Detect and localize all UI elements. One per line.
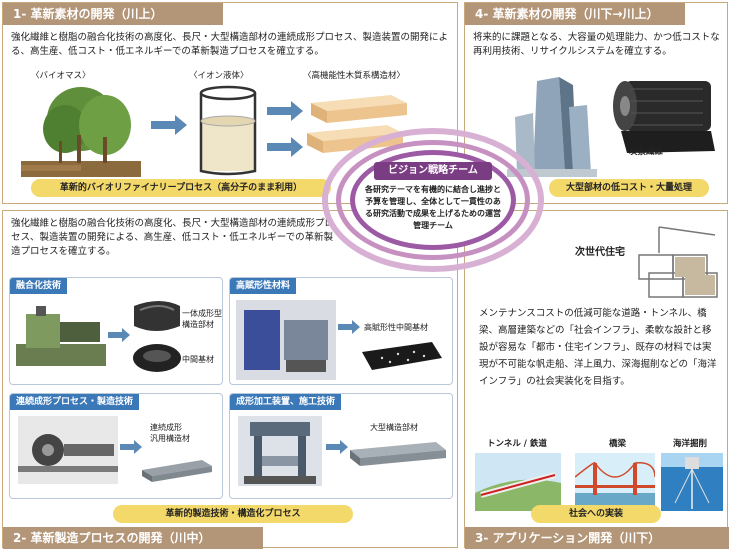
offshore-drilling-image	[661, 453, 723, 511]
production-line-image	[236, 300, 336, 380]
bridge-image	[575, 453, 655, 511]
arrow-icon	[151, 115, 187, 135]
ionic-liquid-label: 〈イオン液体〉	[189, 71, 249, 81]
press-machine-image	[238, 416, 322, 486]
arrow-icon	[267, 101, 303, 121]
biomass-image	[21, 87, 141, 177]
center-ring-outer	[322, 128, 544, 272]
intermediate-base-image	[133, 344, 181, 372]
offshore-drilling-label: 海洋掘削	[673, 439, 708, 449]
arrow-icon	[267, 137, 303, 157]
bridge-label: 橋梁	[609, 439, 627, 449]
continuous-line-image	[18, 416, 118, 484]
arrow-icon	[338, 320, 360, 334]
arrow-icon	[326, 440, 348, 454]
fusion-tech-title: 融合化技術	[10, 278, 68, 294]
panel-4-band: 大型部材の低コスト・大量処理	[549, 179, 709, 197]
tunnel-rail-image	[475, 453, 561, 511]
carbon-fiber-roll-image	[613, 81, 715, 153]
center-title: ビジョン戦略チーム	[374, 162, 492, 180]
panel-1-band: 革新的バイオリファイナリープロセス（高分子のまま利用）	[31, 179, 331, 197]
general-structure-image	[142, 460, 212, 482]
panel-3-band: 社会への実装	[531, 505, 661, 523]
integrated-part-label: 一体成形型 構造部材	[182, 309, 222, 329]
carbon-fiber-label: 炭素繊維	[629, 147, 664, 157]
housing-frame-image	[638, 226, 718, 298]
panel-4-text: 将来的に課題となる、大容量の処理能力、かつ低コストな再利用技術、リサイクルシステ…	[473, 32, 720, 57]
tunnel-rail-label: トンネル / 鉄道	[487, 439, 547, 449]
processing-equipment-title: 成形加工装置、施工技術	[230, 394, 342, 410]
biomass-label: 〈バイオマス〉	[31, 71, 91, 81]
molding-machine-image	[16, 306, 106, 366]
large-structure-image	[350, 442, 446, 466]
arrow-icon	[120, 440, 142, 454]
intermediate-base-label: 中間基材	[182, 355, 214, 364]
arrow-icon	[108, 328, 130, 342]
continuous-molding-box: 連続成形プロセス・製造技術 連続成形 汎用構造材	[9, 393, 223, 499]
high-formability-title: 高賦形性材料	[230, 278, 297, 294]
general-structure-label: 連続成形 汎用構造材	[150, 423, 190, 443]
panel-1-title: 1- 革新素材の開発（川上）	[3, 3, 223, 25]
panel-2: 強化繊維と樹脂の融合化技術の高度化、長尺・大型構造部材の連続成形プロセス、製造装…	[2, 210, 458, 549]
panel-4-title: 4- 革新素材の開発（川下→川上）	[465, 3, 685, 25]
fusion-tech-box: 融合化技術 一体成形型 構造部材 中間基材	[9, 277, 223, 385]
formable-base-label: 高賦形性中間基材	[364, 323, 428, 332]
integrated-part-image	[134, 301, 180, 331]
processing-equipment-box: 成形加工装置、施工技術 大型構造部材	[229, 393, 453, 499]
panel-3-text: メンテナンスコストの低減可能な道路・トンネル、橋梁、高層建築などの「社会インフラ…	[479, 308, 717, 387]
panel-1-text: 強化繊維と樹脂の融合化技術の高度化、長尺・大型構造部材の連続成形プロセス、製造装…	[11, 32, 449, 57]
panel-2-title: 2- 革新製造プロセスの開発（川中）	[3, 527, 263, 549]
wood-material-label: 〈高機能性木質系構造材〉	[303, 71, 406, 81]
high-formability-box: 高賦形性材料 高賦形性中間基材	[229, 277, 453, 385]
center-ring-mid	[336, 140, 530, 260]
next-gen-housing-label: 次世代住宅	[575, 247, 625, 258]
center-text: 各研究テーマを有機的に結合し進捗と予算を管理し、全体として一貫性のある研究活動で…	[365, 185, 501, 230]
large-structure-label: 大型構造部材	[370, 423, 418, 432]
ionic-liquid-beaker	[199, 85, 257, 176]
panel-3-title: 3- アプリケーション開発（川下）	[465, 527, 729, 549]
continuous-molding-title: 連続成形プロセス・製造技術	[10, 394, 140, 410]
panel-1: 1- 革新素材の開発（川上） 強化繊維と樹脂の融合化技術の高度化、長尺・大型構造…	[2, 2, 458, 204]
panel-2-band: 革新的製造技術・構造化プロセス	[113, 505, 353, 523]
panel-2-text: 強化繊維と樹脂の融合化技術の高度化、長尺・大型構造部材の連続成形プロセス、製造装…	[11, 218, 335, 257]
panel-3: 次世代住宅 メンテナンスコストの低減可能な道路・トンネル、橋梁、高層建築などの「…	[464, 210, 729, 549]
formable-base-image	[362, 342, 442, 370]
